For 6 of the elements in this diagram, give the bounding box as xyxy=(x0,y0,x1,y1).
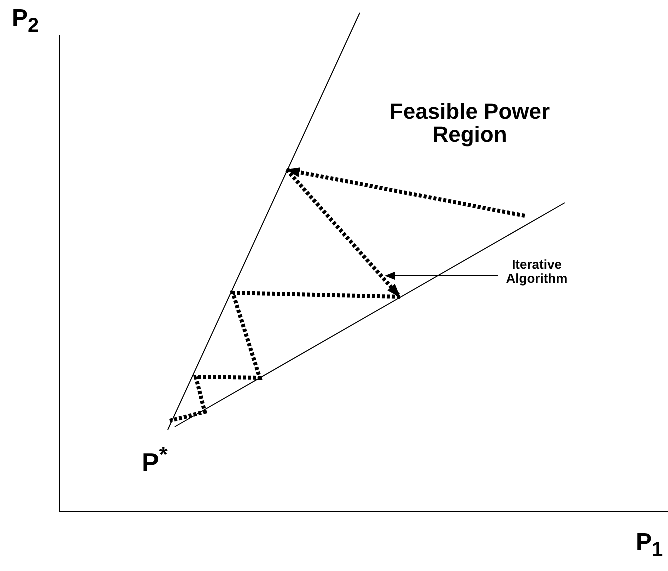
point-label: P$^{*}$ xyxy=(142,444,168,477)
leader-line xyxy=(385,272,498,280)
axis-label: P$_{1}$ xyxy=(636,530,664,561)
axis-label: P$_{2}$ xyxy=(12,6,40,37)
region-label: Feasible Power Region xyxy=(388,100,552,146)
annotation-text: Iterative Algorithm xyxy=(500,258,574,286)
